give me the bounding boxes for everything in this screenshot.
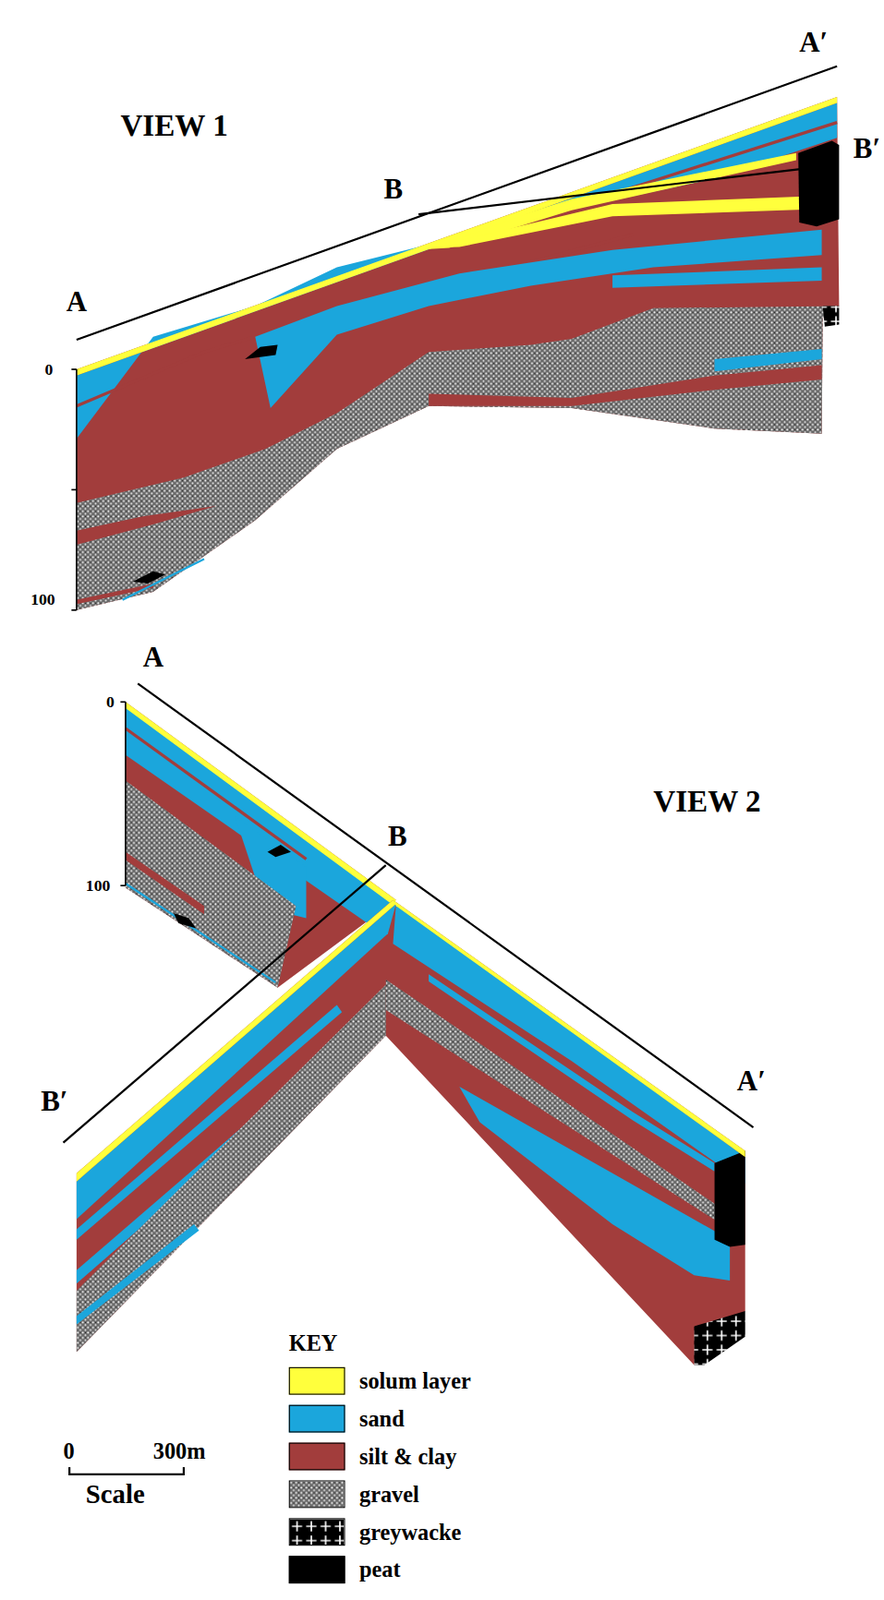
scale-number: 300m xyxy=(153,1441,206,1464)
view-title: VIEW 2 xyxy=(653,786,761,817)
depth-tick: 0 xyxy=(45,361,54,378)
point-label: B xyxy=(387,823,408,852)
swatch-pattern xyxy=(290,1519,345,1546)
legend-swatch xyxy=(289,1480,346,1509)
legend-text: sand xyxy=(359,1405,405,1433)
legend-swatch xyxy=(289,1368,346,1396)
point-label: B′ xyxy=(40,1088,68,1117)
view-title: VIEW 1 xyxy=(120,109,228,141)
legend-entry: sand xyxy=(289,1405,405,1434)
depth-tick: 0 xyxy=(106,693,115,711)
legend-entry: gravel xyxy=(289,1480,420,1509)
section-view-1 xyxy=(71,66,839,611)
scale-bar xyxy=(69,1467,184,1477)
legend-swatch xyxy=(289,1556,346,1585)
legend-title: KEY xyxy=(289,1332,339,1356)
depth-tick: 100 xyxy=(85,877,111,895)
swatch-pattern xyxy=(290,1482,345,1509)
point-label: A′ xyxy=(799,28,828,58)
point-label: A′ xyxy=(737,1067,766,1097)
point-label: A xyxy=(66,288,87,317)
section-view-2-front xyxy=(63,683,754,1366)
legend-swatch xyxy=(289,1405,346,1434)
legend-swatch xyxy=(289,1443,346,1472)
scale-number: 0 xyxy=(63,1441,75,1464)
legend-entry: peat xyxy=(289,1556,401,1585)
point-label: B xyxy=(384,175,404,205)
legend-entry: silt & clay xyxy=(289,1443,458,1472)
point-label: A xyxy=(143,642,164,672)
scale-title: Scale xyxy=(85,1482,146,1510)
legend-text: peat xyxy=(359,1557,401,1585)
point-label: B′ xyxy=(853,134,881,164)
legend-text: greywacke xyxy=(359,1519,461,1547)
legend-entry: solum layer xyxy=(289,1368,472,1396)
legend-text: silt & clay xyxy=(359,1443,457,1471)
depth-tick: 100 xyxy=(30,592,56,609)
legend-swatch xyxy=(289,1518,346,1547)
legend-text: gravel xyxy=(359,1481,420,1509)
legend-text: solum layer xyxy=(359,1368,472,1395)
legend-entry: greywacke xyxy=(289,1518,462,1547)
